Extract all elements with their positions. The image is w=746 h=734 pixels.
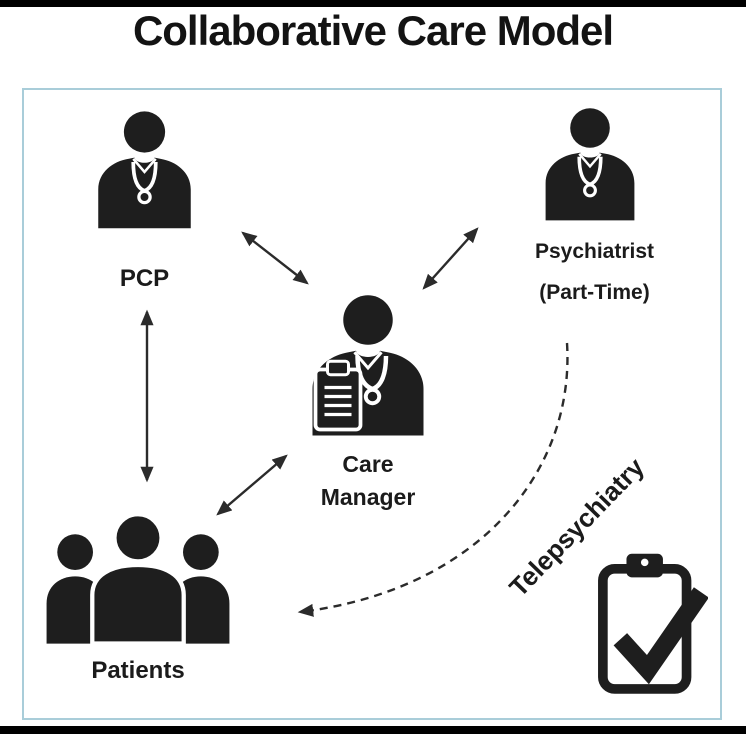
care-manager-label-line1: Care (342, 451, 394, 477)
top-black-bar (0, 0, 746, 7)
care-manager-label: Care Manager (293, 448, 443, 514)
psychiatrist-sublabel: (Part-Time) (539, 281, 650, 304)
psychiatrist-label: Psychiatrist (534, 240, 655, 263)
pcp-label: PCP (119, 265, 170, 292)
clipboard-checkmark-icon (590, 542, 708, 705)
page-title: Collaborative Care Model (132, 7, 614, 54)
small-clipboard-icon (313, 359, 363, 432)
care-manager-label-line2: Manager (320, 484, 416, 510)
patients-group-icon (38, 500, 238, 650)
patients-label: Patients (91, 657, 185, 684)
care-manager-doctor-clipboard-icon (293, 285, 443, 445)
pcp-doctor-icon (82, 102, 207, 237)
bottom-black-bar (0, 726, 746, 734)
psychiatrist-doctor-icon (530, 100, 650, 228)
